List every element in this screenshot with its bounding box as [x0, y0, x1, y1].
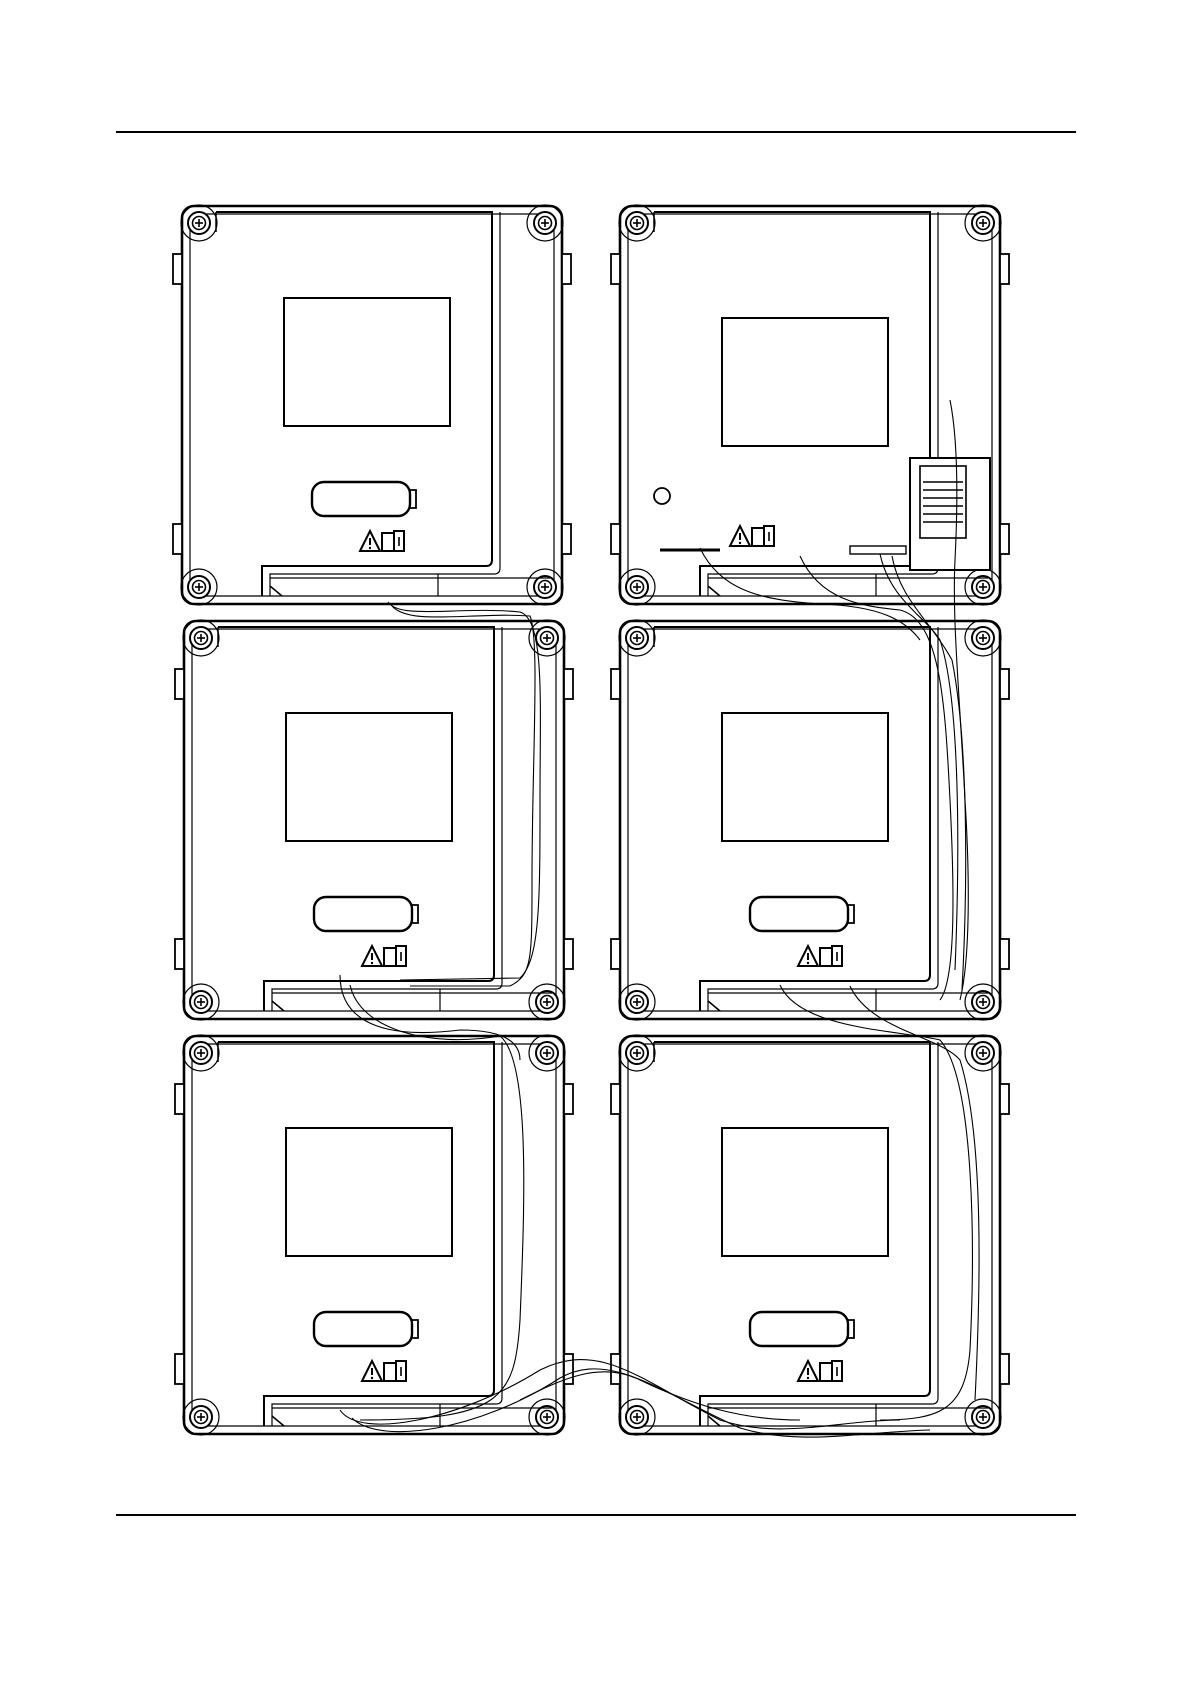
label-window	[722, 1128, 888, 1256]
side-tab	[611, 939, 620, 969]
corner-screw	[188, 212, 210, 234]
side-tab	[175, 939, 184, 969]
indicator-led	[654, 488, 670, 504]
side-tab	[175, 1084, 184, 1114]
side-tab	[564, 669, 573, 699]
corner-screw	[536, 627, 558, 649]
corner-screw	[536, 1406, 558, 1428]
side-tab	[1000, 1084, 1009, 1114]
side-tab	[1000, 669, 1009, 699]
side-tab	[611, 1354, 620, 1384]
corner-screw	[972, 991, 994, 1013]
corner-screw	[190, 1042, 212, 1064]
side-tab	[175, 1354, 184, 1384]
module-3	[175, 620, 573, 1020]
side-tab	[1000, 254, 1009, 284]
corner-screw	[534, 576, 556, 598]
corner-screw	[534, 212, 556, 234]
corner-screw	[626, 991, 648, 1013]
terminal-block	[910, 458, 990, 570]
corner-screw	[626, 212, 648, 234]
corner-screw	[972, 212, 994, 234]
label-window	[286, 1128, 452, 1256]
side-tab	[1000, 524, 1009, 554]
read-manual-icon	[820, 1361, 842, 1381]
corner-screw	[972, 627, 994, 649]
side-tab	[611, 524, 620, 554]
corner-screw	[190, 991, 212, 1013]
corner-screw	[190, 627, 212, 649]
side-tab	[1000, 939, 1009, 969]
corner-screw	[536, 991, 558, 1013]
corner-screw	[972, 576, 994, 598]
corner-screw	[626, 627, 648, 649]
module-6	[611, 1035, 1009, 1435]
corner-screw	[626, 1406, 648, 1428]
corner-screw	[972, 1042, 994, 1064]
connector-slot	[314, 1312, 418, 1346]
side-tab	[175, 669, 184, 699]
connector-slot	[312, 482, 416, 516]
connector-slot	[750, 897, 854, 931]
module-2	[611, 205, 1009, 605]
read-manual-icon	[384, 1361, 406, 1381]
side-tab	[173, 254, 182, 284]
side-tab	[173, 524, 182, 554]
corner-screw	[626, 1042, 648, 1064]
corner-screw	[626, 576, 648, 598]
connector-slot	[314, 897, 418, 931]
side-tab	[1000, 1354, 1009, 1384]
read-manual-icon	[820, 946, 842, 966]
side-tab	[611, 254, 620, 284]
side-tab	[611, 669, 620, 699]
corner-screw	[536, 1042, 558, 1064]
side-tab	[611, 1084, 620, 1114]
read-manual-icon	[382, 531, 404, 551]
connector-slot	[750, 1312, 854, 1346]
side-tab	[564, 939, 573, 969]
side-tab	[564, 1084, 573, 1114]
side-tab	[562, 524, 571, 554]
read-manual-icon	[384, 946, 406, 966]
side-tab	[562, 254, 571, 284]
label-window	[722, 713, 888, 841]
read-manual-icon	[752, 526, 774, 546]
label-window	[722, 318, 888, 446]
label-window	[284, 298, 450, 426]
module-1	[173, 205, 571, 605]
module-5	[175, 1035, 573, 1435]
connector-header	[850, 546, 906, 554]
corner-screw	[188, 576, 210, 598]
corner-screw	[972, 1406, 994, 1428]
label-window	[286, 713, 452, 841]
corner-screw	[190, 1406, 212, 1428]
